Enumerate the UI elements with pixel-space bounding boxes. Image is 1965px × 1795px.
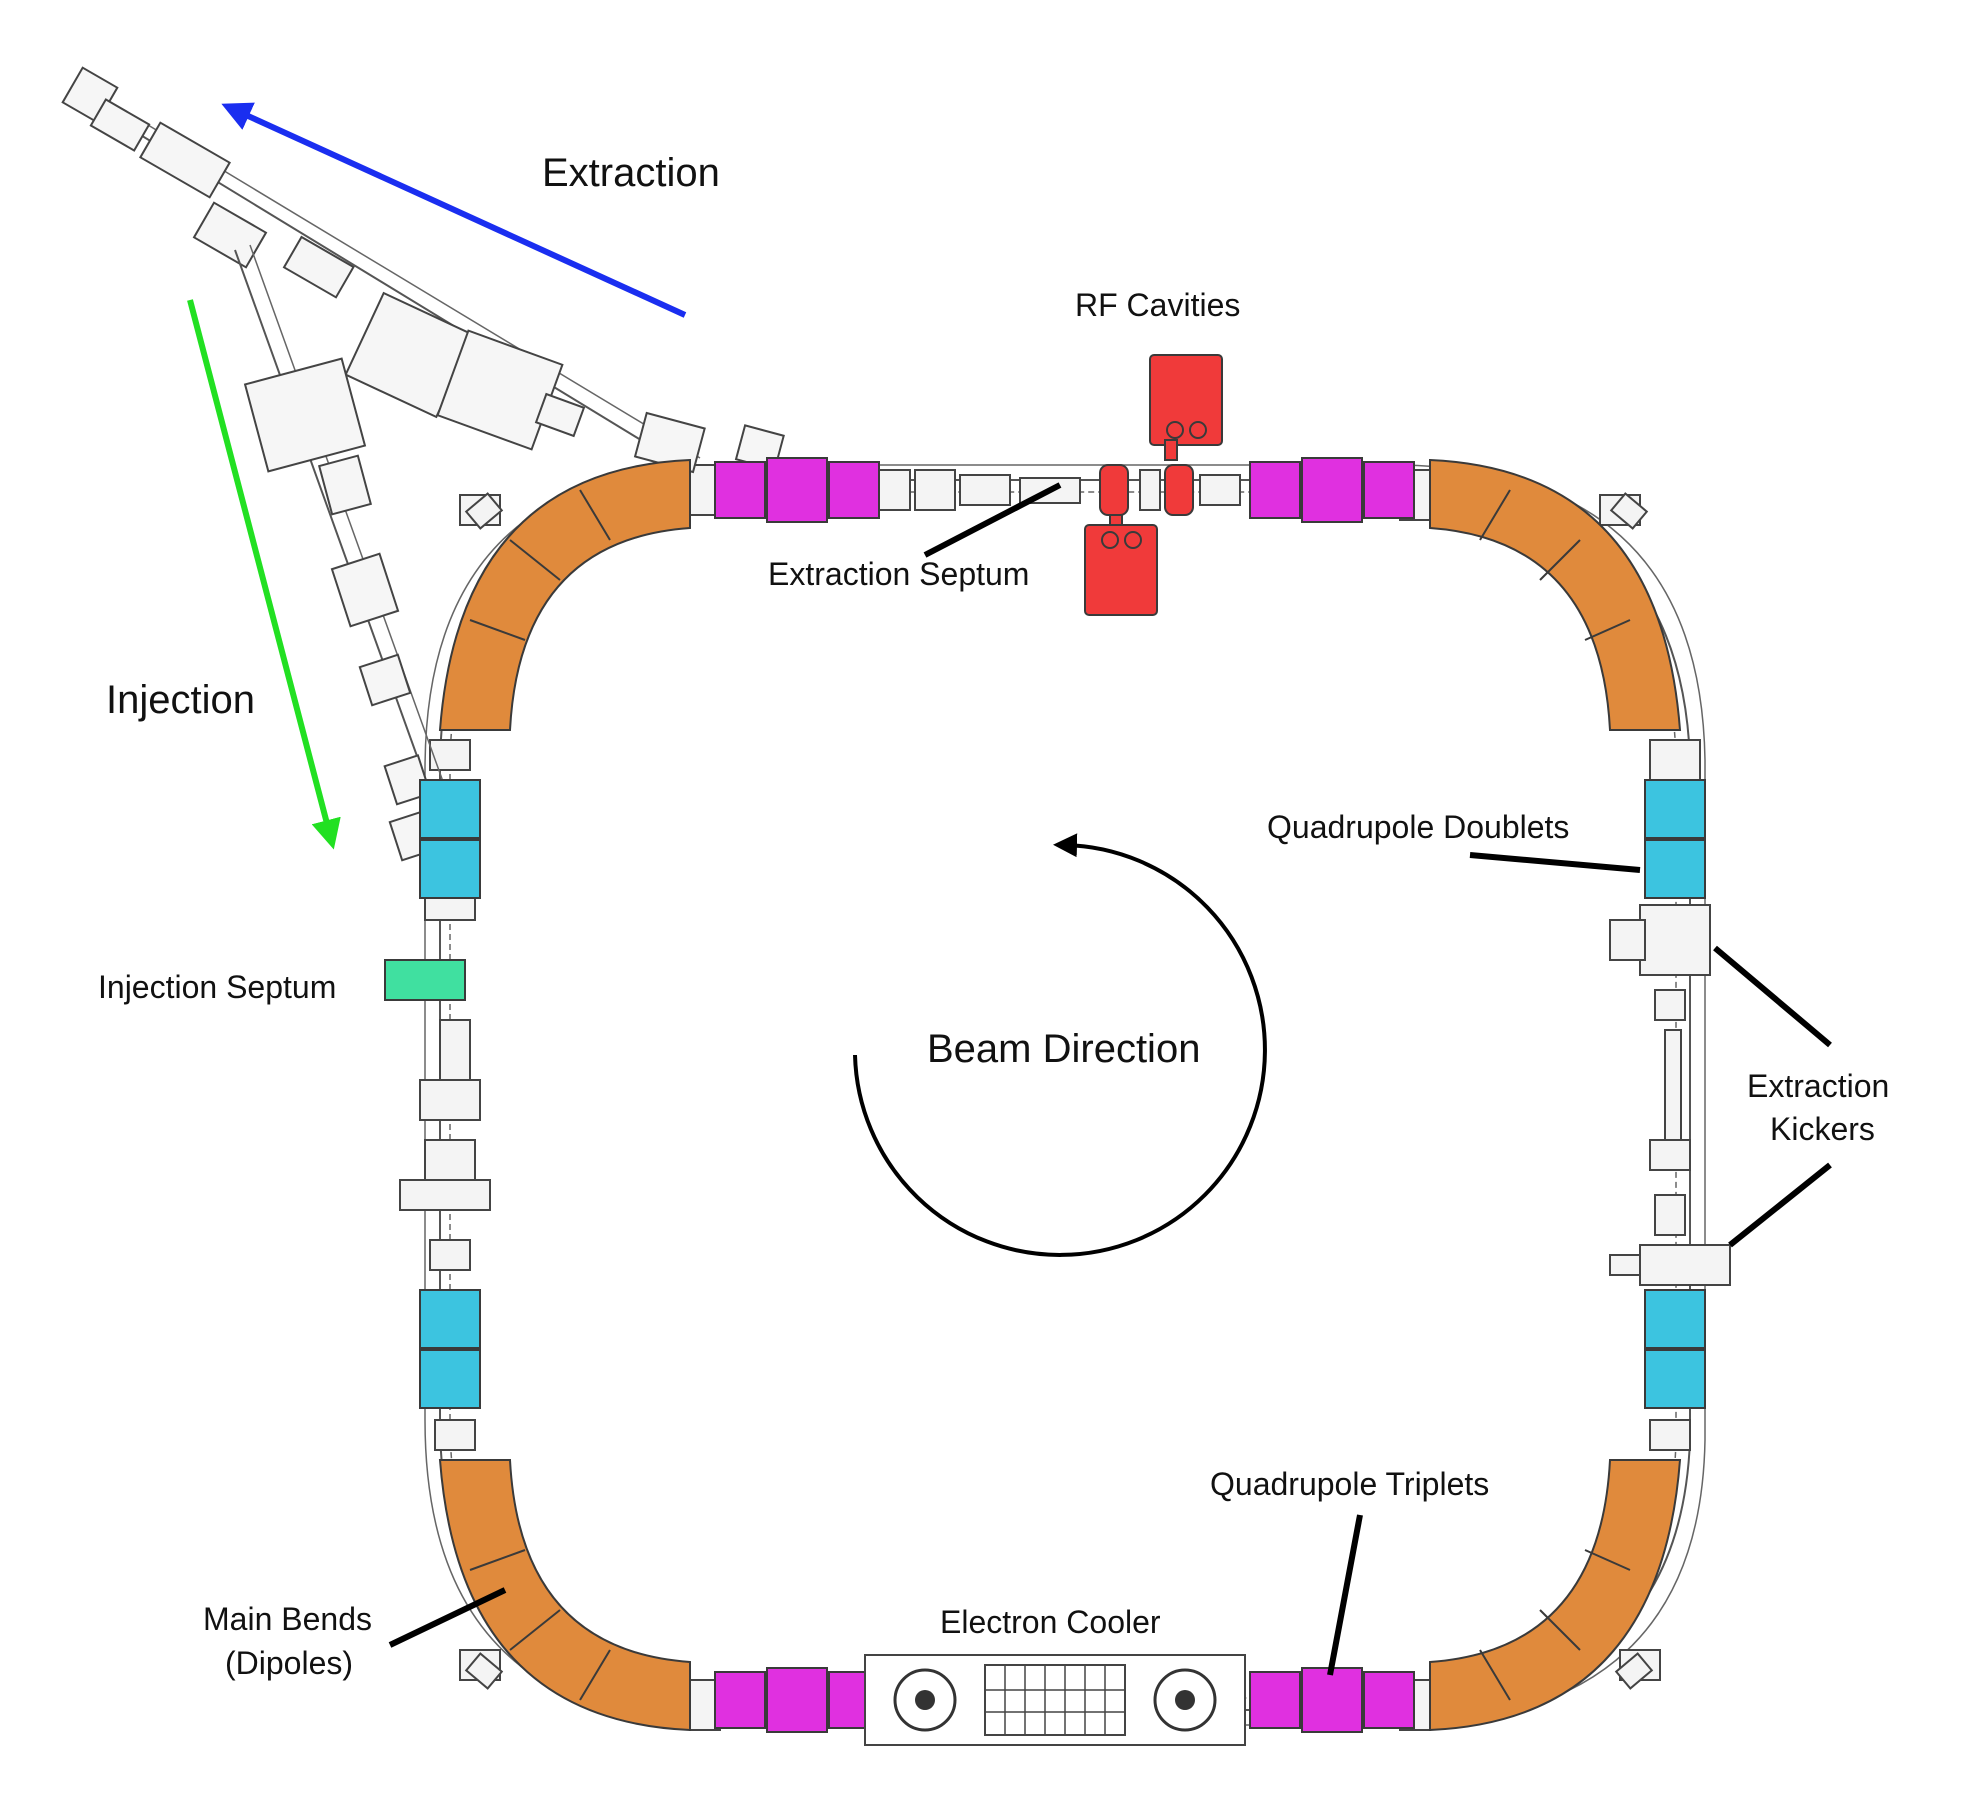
transfer-lines: [61, 66, 785, 862]
quad-doublet-right-lower: [1644, 1289, 1706, 1409]
quad-triplet-bottom-left: [714, 1667, 880, 1733]
label-injection: Injection: [106, 678, 255, 722]
left-straight-hardware: [399, 739, 491, 1451]
label-rf-cavities: RF Cavities: [1075, 287, 1240, 323]
quad-doublet-left-upper: [419, 779, 481, 899]
dipole-bottom-right: [1429, 1459, 1682, 1732]
rf-cavities: [1084, 354, 1223, 616]
label-beam-direction: Beam Direction: [927, 1027, 1200, 1071]
label-extraction-kickers-line2: Kickers: [1770, 1111, 1875, 1147]
label-extraction-kickers-line1: Extraction: [1747, 1068, 1889, 1104]
quad-triplet-top-left: [714, 457, 880, 523]
label-extraction: Extraction: [542, 151, 720, 195]
label-injection-septum: Injection Septum: [98, 969, 336, 1005]
label-main-bends-line1: Main Bends: [203, 1601, 372, 1637]
injection-septum-magnet: [384, 959, 466, 1001]
dipole-top-right: [1429, 458, 1682, 731]
dipole-top-left: [438, 458, 691, 731]
electron-cooler-device: [864, 1654, 1246, 1746]
rf-cavity-lower: [1084, 524, 1158, 616]
quadrupole-triplets: [714, 457, 1415, 1733]
label-electron-cooler: Electron Cooler: [940, 1604, 1161, 1640]
rf-cavity-upper: [1149, 354, 1223, 446]
extraction-arrow: [221, 102, 687, 318]
label-quadrupole-triplets: Quadrupole Triplets: [1210, 1466, 1489, 1502]
ring-beamline: [399, 464, 1731, 1731]
beam-direction-arrow: [853, 833, 1267, 1257]
label-main-bends-line2: (Dipoles): [225, 1645, 353, 1681]
quad-doublet-right-upper: [1644, 779, 1706, 899]
label-extraction-septum: Extraction Septum: [768, 556, 1029, 592]
leader-lines: [388, 482, 1832, 1676]
quad-triplet-bottom-right: [1249, 1667, 1415, 1733]
quadrupole-doublets: [419, 779, 1706, 1409]
label-quadrupole-doublets: Quadrupole Doublets: [1267, 809, 1569, 845]
dipole-magnets: [438, 458, 1682, 1732]
dipole-bottom-left: [438, 1459, 691, 1732]
quad-triplet-top-right: [1249, 457, 1415, 523]
quad-doublet-left-lower: [419, 1289, 481, 1409]
injection-arrow: [187, 299, 341, 850]
